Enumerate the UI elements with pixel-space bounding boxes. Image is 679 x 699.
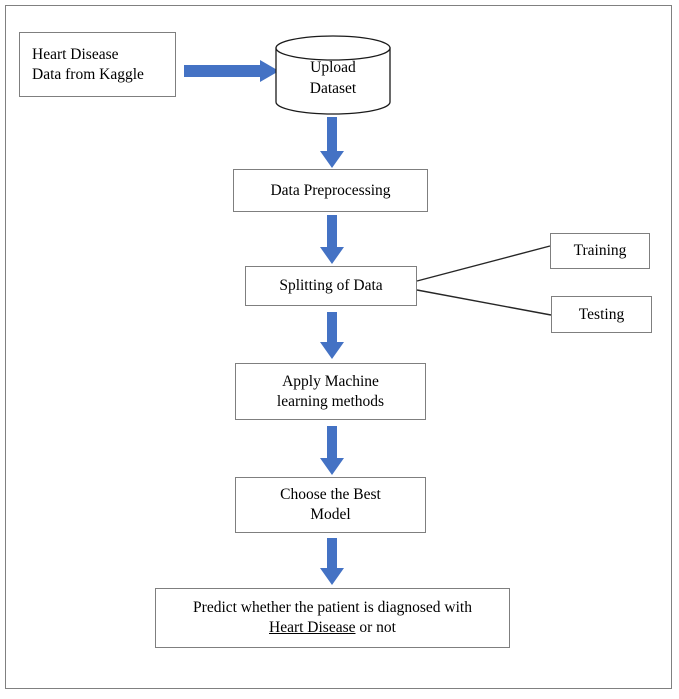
arrow-preprocessing-to-splitting <box>319 215 345 265</box>
node-choose-best-model[interactable]: Choose the Best Model <box>235 477 426 533</box>
arrow-source-to-upload <box>184 60 280 82</box>
node-upload-dataset-label: Upload Dataset <box>309 59 357 97</box>
prediction-line-2: Heart Disease or not <box>156 618 509 638</box>
arrow-apply-ml-to-choose-model <box>319 426 345 476</box>
arrow-choose-model-to-predict <box>319 538 345 586</box>
prediction-heart-disease-term: Heart Disease <box>269 619 356 636</box>
node-data-preprocessing[interactable]: Data Preprocessing <box>233 169 428 212</box>
node-apply-ml-methods[interactable]: Apply Machine learning methods <box>235 363 426 420</box>
node-splitting-of-data[interactable]: Splitting of Data <box>245 266 417 306</box>
node-testing[interactable]: Testing <box>551 296 652 333</box>
prediction-line-1: Predict whether the patient is diagnosed… <box>193 599 472 617</box>
node-data-source[interactable]: Heart Disease Data from Kaggle <box>19 32 176 97</box>
arrow-upload-to-preprocessing <box>319 117 345 169</box>
node-prediction-output[interactable]: Predict whether the patient is diagnosed… <box>155 588 510 648</box>
node-upload-dataset[interactable]: Upload Dataset <box>275 35 391 115</box>
arrow-splitting-to-apply-ml <box>319 312 345 360</box>
prediction-line-2-rest: or not <box>355 619 396 636</box>
node-training[interactable]: Training <box>550 233 650 269</box>
page-frame <box>5 5 672 689</box>
